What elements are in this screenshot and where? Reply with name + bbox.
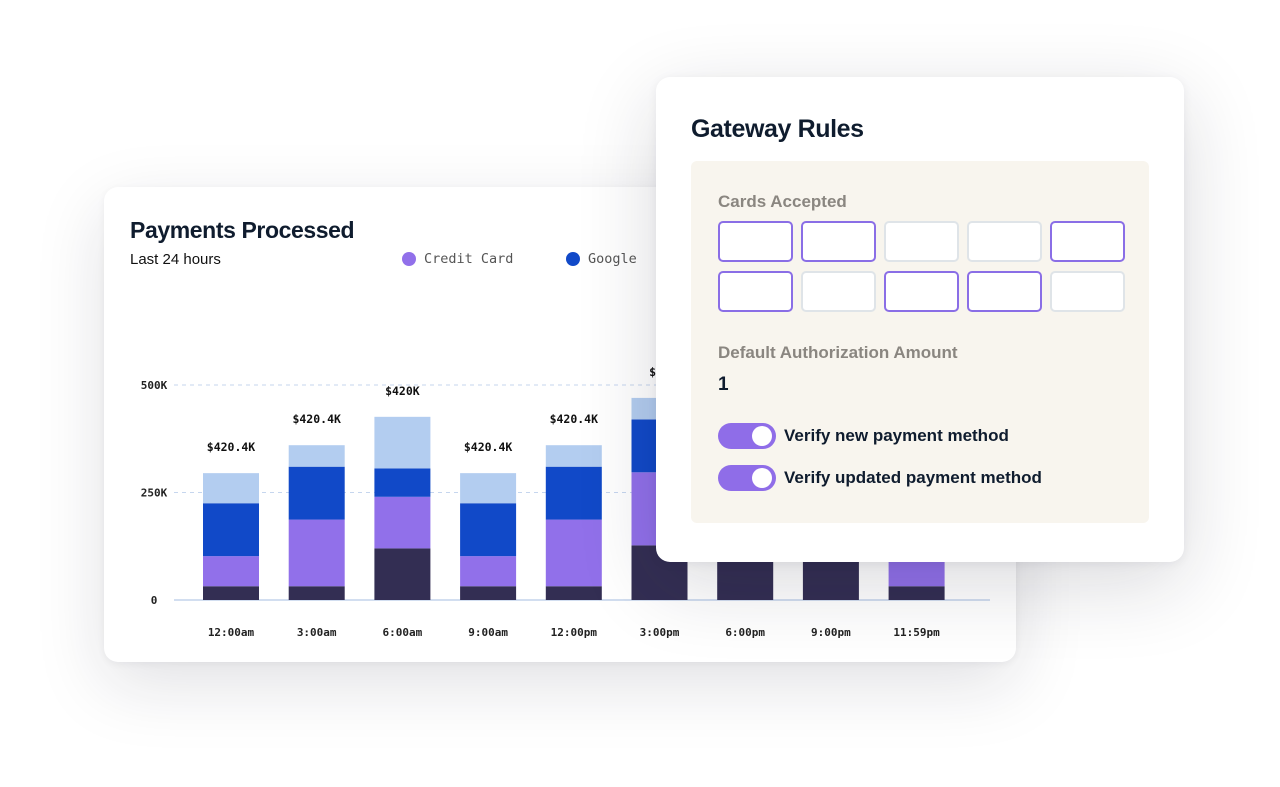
- legend-credit-card-label: Credit Card: [424, 251, 514, 267]
- card-type-slot-10[interactable]: [1050, 271, 1125, 312]
- x-tick-label: 12:00am: [208, 626, 255, 639]
- bar-total-label: $420.4K: [550, 412, 599, 426]
- verify-new-payment-toggle[interactable]: [718, 423, 776, 449]
- credit-card-dot-icon: [402, 252, 416, 266]
- bar-segment: [460, 556, 517, 587]
- bar-segment: [374, 548, 431, 600]
- bar-segment: [545, 466, 602, 520]
- card-type-slot-3[interactable]: [884, 221, 959, 262]
- verify-new-payment-label: Verify new payment method: [784, 426, 1009, 445]
- bar-segment: [374, 416, 431, 469]
- bar-segment: [545, 445, 602, 467]
- gateway-rules-panel: Cards Accepted Default Authorization Amo…: [691, 161, 1149, 523]
- cards-accepted-label: Cards Accepted: [718, 192, 847, 211]
- x-tick-label: 3:00am: [297, 626, 337, 639]
- bar-segment: [460, 473, 517, 504]
- legend-credit-card[interactable]: Credit Card: [402, 251, 513, 267]
- toggle-knob: [752, 468, 772, 488]
- bar-total-label: $420K: [385, 384, 420, 398]
- x-tick-label: 9:00pm: [811, 626, 851, 639]
- bar-segment: [203, 473, 259, 504]
- x-tick-label: 12:00pm: [551, 626, 598, 639]
- legend-google[interactable]: Google: [566, 251, 637, 267]
- verify-updated-payment-row: Verify updated payment method: [718, 465, 1042, 491]
- bar-segment: [288, 519, 345, 587]
- card-type-slot-8[interactable]: [884, 271, 959, 312]
- card-type-slot-9[interactable]: [967, 271, 1042, 312]
- bar-segment: [460, 503, 517, 557]
- bar-segment: [545, 586, 602, 600]
- x-tick-label: 6:00am: [383, 626, 423, 639]
- bar-total-label: $420.4K: [207, 440, 256, 454]
- payments-title: Payments Processed: [130, 217, 355, 243]
- cards-accepted-grid: [718, 221, 1125, 312]
- bar-segment: [374, 468, 431, 497]
- gateway-rules-card: Gateway Rules Cards Accepted Default Aut…: [656, 77, 1184, 562]
- card-type-slot-4[interactable]: [967, 221, 1042, 262]
- verify-updated-payment-label: Verify updated payment method: [784, 468, 1042, 487]
- bar-segment: [288, 466, 345, 520]
- card-type-slot-1[interactable]: [718, 221, 793, 262]
- verify-new-payment-row: Verify new payment method: [718, 423, 1009, 449]
- x-tick-label: 11:59pm: [893, 626, 940, 639]
- x-tick-label: 3:00pm: [640, 626, 680, 639]
- bar-segment: [460, 586, 517, 600]
- bar-segment: [545, 519, 602, 587]
- x-tick-label: 9:00am: [468, 626, 508, 639]
- bar-segment: [288, 586, 345, 600]
- bar-segment: [203, 556, 259, 587]
- bar-total-label: $420.4K: [464, 440, 513, 454]
- default-authorization-value[interactable]: 1: [718, 374, 729, 395]
- y-tick-label: 0: [151, 594, 158, 607]
- bar-segment: [203, 586, 259, 600]
- card-type-slot-7[interactable]: [801, 271, 876, 312]
- verify-updated-payment-toggle[interactable]: [718, 465, 776, 491]
- bar-total-label: $420.4K: [292, 412, 341, 426]
- default-authorization-label: Default Authorization Amount: [718, 343, 958, 362]
- gateway-title: Gateway Rules: [691, 115, 864, 143]
- bar-segment: [888, 586, 945, 600]
- card-type-slot-5[interactable]: [1050, 221, 1125, 262]
- bar-segment: [203, 503, 259, 557]
- card-type-slot-6[interactable]: [718, 271, 793, 312]
- y-tick-label: 500K: [141, 379, 168, 392]
- bar-segment: [288, 445, 345, 467]
- x-tick-label: 6:00pm: [725, 626, 765, 639]
- bar-segment: [374, 496, 431, 549]
- payments-subtitle: Last 24 hours: [130, 251, 221, 268]
- google-dot-icon: [566, 252, 580, 266]
- legend-google-label: Google: [588, 251, 637, 267]
- toggle-knob: [752, 426, 772, 446]
- card-type-slot-2[interactable]: [801, 221, 876, 262]
- y-tick-label: 250K: [141, 487, 168, 500]
